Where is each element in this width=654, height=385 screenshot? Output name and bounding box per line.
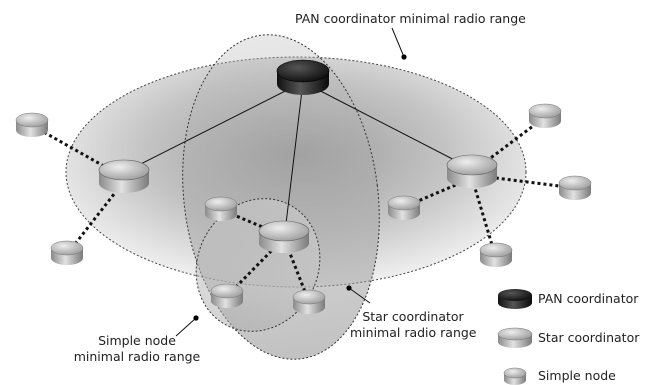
simple-range-label-line1: Simple node bbox=[98, 333, 176, 348]
simple-node bbox=[387, 195, 421, 220]
pan-coordinator-node bbox=[276, 59, 330, 95]
simple-node bbox=[210, 283, 244, 308]
label-anchor-dots bbox=[193, 54, 407, 321]
legend-simple-icon bbox=[503, 367, 527, 385]
star-coordinator-node-right bbox=[446, 154, 498, 188]
legend-star-icon bbox=[497, 327, 533, 348]
legend-pan-icon bbox=[498, 289, 532, 309]
star-coordinator-node-center bbox=[258, 220, 310, 253]
pan-range-label: PAN coordinator minimal radio range bbox=[295, 11, 526, 26]
simple-node bbox=[50, 240, 84, 265]
simple-node bbox=[15, 112, 49, 137]
legend-simple-label: Simple node bbox=[538, 368, 616, 383]
legend-star-label: Star coordinator bbox=[538, 330, 640, 345]
star-range-label-line2: minimal radio range bbox=[350, 325, 477, 340]
label-leaders bbox=[175, 27, 405, 337]
legend-icons bbox=[497, 289, 533, 385]
simple-range-label: Simple node minimal radio range bbox=[72, 333, 202, 365]
coordinator-links bbox=[124, 81, 471, 233]
simple-range-label-line2: minimal radio range bbox=[73, 349, 201, 364]
simple-node bbox=[558, 175, 592, 200]
simple-node bbox=[479, 242, 513, 267]
star-range-label: Star coordinator minimal radio range bbox=[350, 309, 477, 341]
simple-node bbox=[528, 103, 562, 128]
simple-node bbox=[292, 289, 326, 314]
star-coordinator-node-left bbox=[98, 159, 150, 193]
simple-node bbox=[204, 196, 238, 221]
simple-nodes bbox=[15, 103, 592, 314]
star-range-label-line1: Star coordinator bbox=[362, 309, 464, 324]
legend-pan-label: PAN coordinator bbox=[538, 291, 639, 306]
